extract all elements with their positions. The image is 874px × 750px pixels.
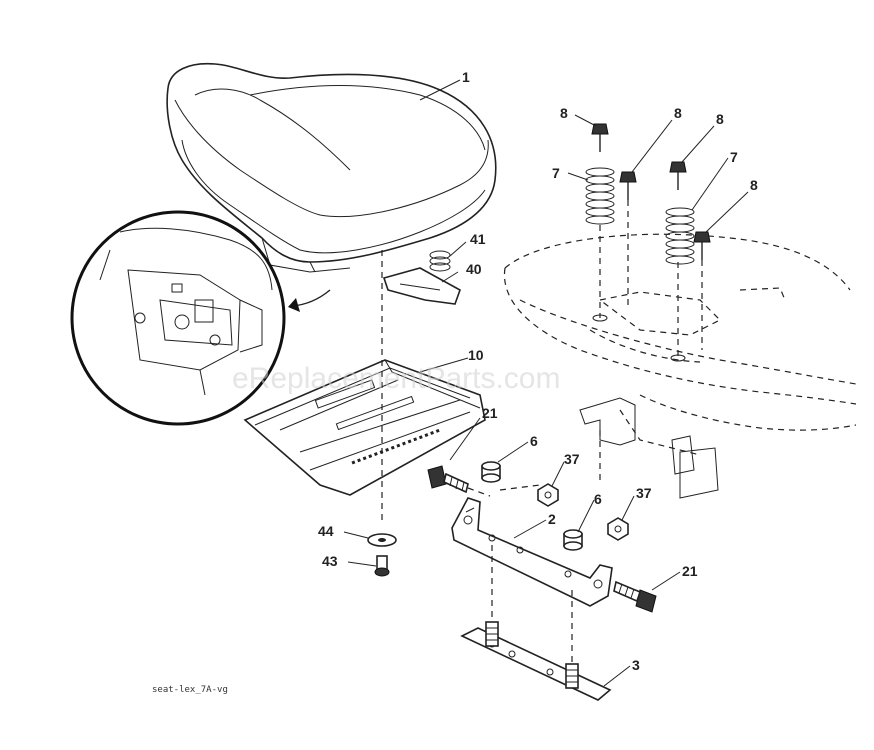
callout-2: 2 [548,511,556,527]
callout-44: 44 [318,523,334,539]
callout-37-left: 37 [564,451,580,467]
callout-7-left: 7 [552,165,560,181]
spring-right [665,207,695,265]
bushing-left [481,461,501,483]
callout-8b: 8 [674,105,682,121]
callout-1: 1 [462,69,470,85]
drawing-code: seat-lex_7A-vg [152,685,228,695]
knob-bolt-right [613,580,657,613]
bolt-b [619,171,637,200]
callout-8c: 8 [716,111,724,127]
nut-left [537,483,559,507]
stud-right [565,663,579,689]
callout-41: 41 [470,231,486,247]
nut-right [607,517,629,541]
mower-frame [503,233,857,499]
bolt-guide-lines [599,200,703,480]
bushing-right [563,529,583,551]
callout-8a: 8 [560,105,568,121]
small-spring [429,250,451,272]
callout-8d: 8 [750,177,758,193]
callout-6-right: 6 [594,491,602,507]
watermark: eReplacementParts.com [232,362,560,395]
callout-7-right: 7 [730,149,738,165]
plate [460,627,612,701]
spring-left [585,167,615,225]
callout-10: 10 [468,347,484,363]
detail-circle [70,210,331,426]
bolt-d [693,231,711,260]
callout-21-right: 21 [682,563,698,579]
bolt-c [669,161,687,190]
leader-lines [343,79,749,687]
clip-part [382,267,461,305]
washer [367,533,397,547]
bolt-a [591,123,609,152]
callout-40: 40 [466,261,482,277]
knob-bolt-left [427,465,469,494]
stud-left [485,621,499,647]
bracket [451,497,613,607]
callout-21-left: 21 [482,405,498,421]
callout-37-right: 37 [636,485,652,501]
callout-43: 43 [322,553,338,569]
callout-3: 3 [632,657,640,673]
callout-6-left: 6 [530,433,538,449]
screw [374,555,390,577]
seat-pan [243,359,486,496]
seat [166,62,497,273]
